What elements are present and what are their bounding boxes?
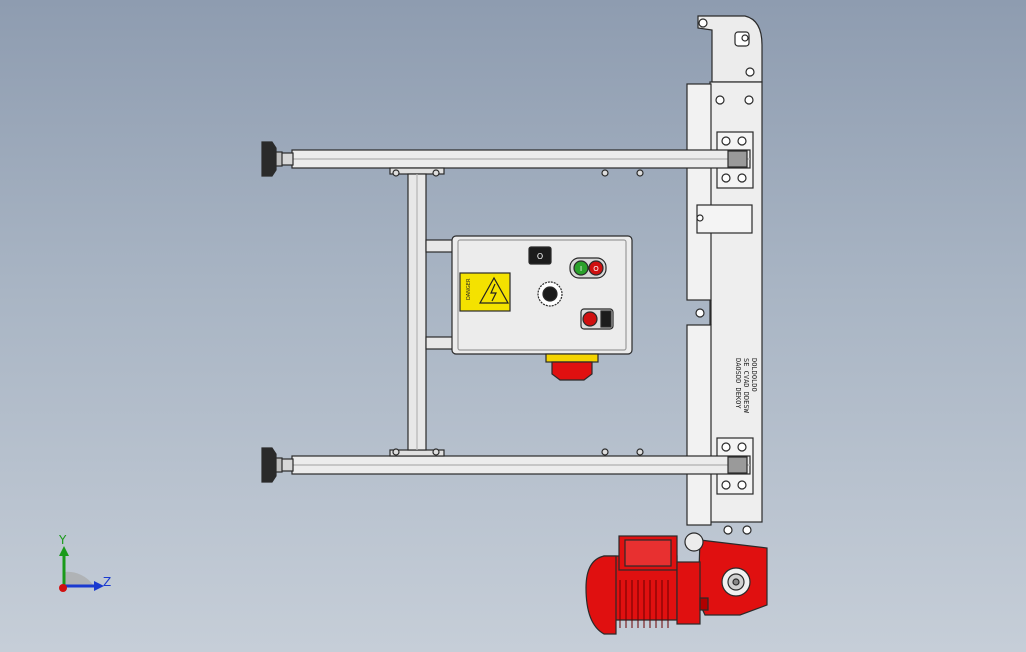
leveling-foot-upper [261, 141, 277, 177]
drive-pulley [684, 532, 704, 552]
stop-button[interactable] [588, 260, 604, 276]
emergency-stop-icon[interactable] [545, 353, 599, 381]
control-box[interactable]: DANGER O I O [451, 235, 633, 355]
conveyor-nameplate: DOLDOLDO SE CVAD DDESW DAOSDD DEKOY [734, 358, 758, 414]
start-stop-button-pair[interactable]: I O [569, 257, 607, 279]
bracket-plate [696, 204, 753, 234]
stop-button-label: O [593, 265, 599, 273]
head-bolt [698, 18, 708, 28]
plate-line-1: DOLDOLDO [750, 358, 758, 392]
svg-text:DANGER: DANGER [466, 278, 472, 300]
lightning-warning-icon: DANGER [459, 272, 511, 312]
selector-switch[interactable]: O [528, 246, 552, 265]
control-box-stand[interactable] [407, 173, 455, 451]
triad-y-label: Y [58, 533, 67, 547]
support-arm-lower[interactable] [261, 447, 751, 483]
start-button-label: I [580, 265, 582, 273]
drive-motor[interactable] [585, 532, 768, 635]
plate-line-2: SE CVAD DDESW [742, 358, 750, 414]
triad-z-label: Z [103, 575, 111, 589]
leveling-foot-lower [261, 447, 277, 483]
start-button[interactable] [573, 260, 589, 276]
support-arm-upper[interactable] [261, 141, 751, 177]
selector-switch-label: O [537, 252, 543, 261]
plate-line-3: DAOSDD DEKOY [734, 358, 742, 409]
speed-knob-icon[interactable] [537, 281, 563, 307]
conveyor-side-plate-upper [686, 83, 712, 301]
reset-button[interactable] [580, 308, 614, 330]
coordinate-triad-icon: Y Z [58, 533, 111, 592]
motor-fan-cover [585, 555, 617, 635]
conveyor-side-plate-lower [686, 324, 712, 526]
